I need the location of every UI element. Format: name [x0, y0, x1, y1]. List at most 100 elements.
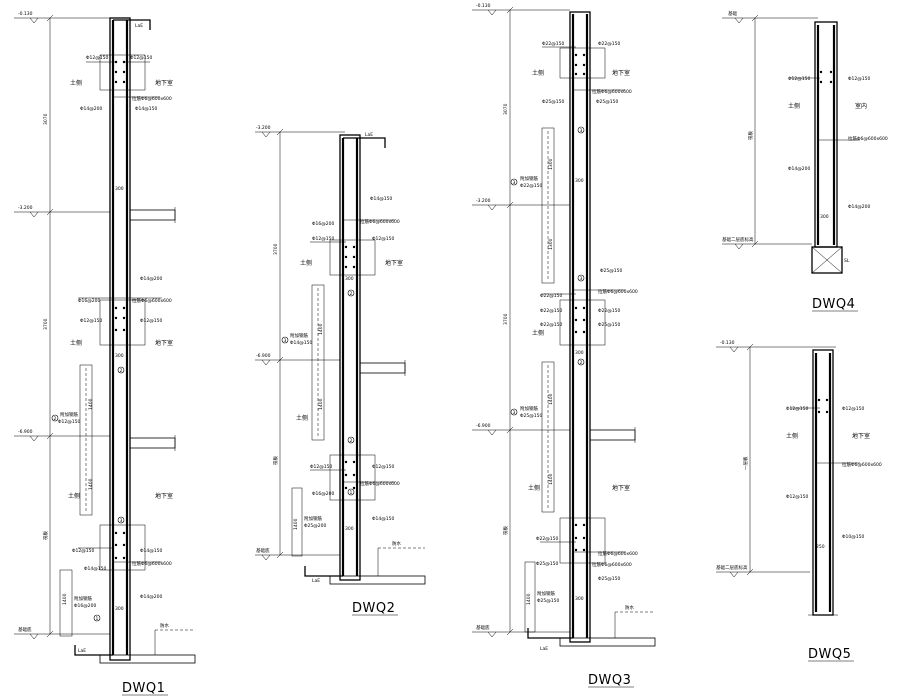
note-label: 附加钢筋 [520, 175, 538, 182]
rebar-label: Φ14@150 [372, 516, 394, 522]
soil-side-label: 土侧 [296, 414, 308, 422]
level-label: 基础二层底标高 [722, 236, 754, 243]
wall-section-dwq4: 基础 基础二层底标高 筏板 SL Φ12@150 Φ12@150 土侧 室内 拉… [722, 10, 888, 312]
rebar-label: Φ25@150 [520, 413, 542, 419]
level-label: -3.200 [18, 205, 33, 211]
detail-marker: 3 [580, 128, 583, 134]
dimension: 筏板 [502, 526, 509, 535]
rebar-cluster [559, 299, 606, 346]
soil-side-label: 土侧 [300, 259, 312, 267]
basement-label: 地下室 [852, 432, 870, 440]
rebar-cluster [559, 47, 606, 79]
note-label: SL [844, 258, 850, 264]
elevation-mark: 基础二层底标高 [716, 564, 810, 578]
rebar-label: Φ14@150 [140, 548, 162, 554]
dimension: 筏板 [747, 131, 754, 140]
wall-section-dwq1: -0.130 -3.200 -6.900 基础底 3070 3700 筏板 [14, 11, 196, 696]
room-label: 室内 [855, 102, 867, 110]
basement-label: 地下室 [612, 484, 630, 492]
tie-label: 拉筋Φ6@600x600 [598, 550, 638, 557]
dimension: 1400 [548, 473, 554, 485]
elevation-mark: -0.130 [472, 3, 570, 16]
rebar-label: Φ14@150 [135, 106, 157, 112]
tie-label: 拉筋Φ6@600x600 [360, 218, 400, 225]
dimension: 3700 [273, 243, 279, 255]
rebar-label: Φ14@200 [140, 594, 162, 600]
dimension: 1300 [548, 158, 554, 170]
lae-label: LaE [135, 23, 143, 29]
rebar-label: Φ12@150 [58, 419, 80, 425]
level-label: -0.130 [18, 11, 33, 17]
rebar-label: Φ12@150 [786, 494, 808, 500]
wall-section-dwq3: -0.130 -3.200 -6.900 基础底 3070 3700 筏板 [472, 3, 656, 688]
rebar-label: Φ12@150 [140, 318, 162, 324]
wall-section-dwq2: -3.200 -6.900 基础底 3700 筏板 LaE LaE 防水 [255, 125, 426, 616]
level-label: 基础底 [476, 624, 490, 631]
soil-side-label: 土侧 [788, 102, 800, 110]
level-label: 基础二层底标高 [716, 564, 748, 571]
rebar-cluster [329, 454, 376, 501]
elevation-mark: 基础底 [472, 624, 570, 638]
rebar-label: Φ16@200 [78, 298, 100, 304]
dimension: 1400 [318, 398, 324, 410]
elevation-mark: -3.200 [14, 205, 110, 218]
basement-label: 地下室 [155, 79, 173, 87]
wall-thickness: 300 [820, 214, 829, 220]
note-label: 附加钢筋 [304, 515, 322, 522]
elevation-mark: 基础二层底标高 [722, 236, 812, 250]
elevation-mark: -6.900 [472, 423, 570, 436]
detail-marker: 1 [96, 616, 99, 622]
elevation-mark: -3.200 [472, 198, 570, 211]
detail-marker: 3 [284, 338, 287, 344]
drawing-title: DWQ5 [808, 647, 851, 662]
elevation-mark: -0.130 [14, 11, 115, 24]
soil-side-label: 土侧 [786, 432, 798, 440]
basement-label: 地下室 [155, 492, 173, 500]
rebar-label: Φ14@200 [788, 166, 810, 172]
rebar-label: Φ16@200 [74, 603, 96, 609]
elevation-mark: -6.900 [14, 429, 110, 442]
dimension: 1400 [548, 393, 554, 405]
level-label: 基础底 [18, 626, 32, 633]
level-label: 基础底 [256, 547, 270, 554]
detail-marker: 2 [54, 416, 57, 422]
wall-thickness: 300 [115, 606, 124, 612]
tie-label: 拉筋Φ6@600x600 [842, 461, 882, 468]
rebar-label: Φ25@150 [598, 322, 620, 328]
rebar-label: Φ12@150 [86, 55, 108, 61]
note-label: 附加钢筋 [60, 411, 78, 418]
rebar-label: Φ25@150 [536, 561, 558, 567]
rebar-label: Φ22@150 [540, 322, 562, 328]
detail-marker: 3 [513, 180, 516, 186]
rebar-cluster [99, 299, 146, 346]
note-label: 附加钢筋 [290, 332, 308, 339]
rebar-label: Φ12@150 [788, 76, 810, 82]
rebar-cluster [559, 517, 606, 564]
rebar-label: Φ25@200 [304, 523, 326, 529]
wall-thickness: 300 [115, 186, 124, 192]
dimension: 1300 [548, 238, 554, 250]
rebar-label: Φ12@150 [372, 464, 394, 470]
level-label: -0.130 [476, 3, 491, 9]
note-label: 附加钢筋 [520, 405, 538, 412]
lae-label: LaE [540, 646, 548, 652]
rebar-label: Φ22@150 [540, 293, 562, 299]
dimension: 1400 [88, 398, 94, 410]
rebar-label: Φ14@150 [370, 196, 392, 202]
dimension: 筏板 [272, 456, 279, 465]
rebar-cluster [329, 239, 376, 276]
dimension: 1400 [62, 593, 68, 605]
rebar-label: Φ14@200 [140, 276, 162, 282]
note-label: 附加钢筋 [537, 590, 555, 597]
level-label: -3.200 [476, 198, 491, 204]
dimension: 1400 [526, 593, 532, 605]
detail-marker: 3 [580, 276, 583, 282]
wall-thickness: 250 [816, 544, 825, 550]
detail-marker: 1 [350, 490, 353, 496]
wall-thickness: 300 [345, 526, 354, 532]
rebar-label: Φ25@150 [600, 268, 622, 274]
rebar-label: Φ16@200 [312, 491, 334, 497]
wall-thickness: 300 [575, 350, 584, 356]
rebar-label: Φ14@150 [84, 566, 106, 572]
